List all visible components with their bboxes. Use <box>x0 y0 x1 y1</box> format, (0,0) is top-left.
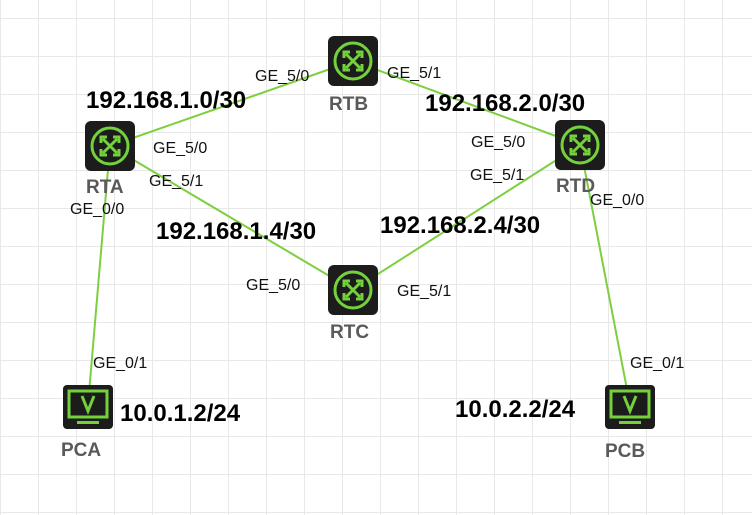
port-label-rta-ge51: GE_5/1 <box>149 173 204 190</box>
port-label-rtc-ge51: GE_5/1 <box>397 283 452 300</box>
device-label-rta: RTA <box>86 177 124 198</box>
network-label-ab: 192.168.1.0/30 <box>86 87 247 114</box>
network-label-cd: 192.168.2.4/30 <box>380 212 541 239</box>
router-icon <box>555 120 605 170</box>
router-rta[interactable] <box>84 120 136 172</box>
port-label-rtc-ge50: GE_5/0 <box>246 277 301 294</box>
port-label-rta-ge50: GE_5/0 <box>153 140 208 157</box>
port-label-rtb-ge50: GE_5/0 <box>255 68 310 85</box>
port-label-pca-ge01: GE_0/1 <box>93 355 148 372</box>
port-label-rta-ge00: GE_0/0 <box>70 201 125 218</box>
link-rta-rtb[interactable] <box>109 60 354 147</box>
router-rtd[interactable] <box>554 119 606 171</box>
link-rtd-pcb[interactable] <box>579 144 631 406</box>
pc-icon <box>605 385 655 429</box>
router-icon <box>85 121 135 171</box>
device-label-rtd: RTD <box>556 176 596 197</box>
port-label-rtd-ge51: GE_5/1 <box>470 167 525 184</box>
pc-pcb[interactable] <box>604 384 656 430</box>
port-label-pcb-ge01: GE_0/1 <box>630 355 685 372</box>
ip-label-pca: 10.0.1.2/24 <box>120 400 241 427</box>
port-label-rtb-ge51: GE_5/1 <box>387 65 442 82</box>
device-label-rtb: RTB <box>329 94 369 115</box>
link-rta-pca[interactable] <box>87 145 111 406</box>
router-icon <box>328 265 378 315</box>
router-rtc[interactable] <box>327 264 379 316</box>
device-label-pca: PCA <box>61 440 102 461</box>
router-icon <box>328 36 378 86</box>
network-label-bd: 192.168.2.0/30 <box>425 90 586 117</box>
pc-icon <box>63 385 113 429</box>
link-rtc-rtd[interactable] <box>352 144 581 291</box>
router-rtb[interactable] <box>327 35 379 87</box>
pc-pca[interactable] <box>62 384 114 430</box>
link-rta-rtc[interactable] <box>109 145 354 291</box>
ip-label-pcb: 10.0.2.2/24 <box>455 396 576 423</box>
network-label-ac: 192.168.1.4/30 <box>156 218 317 245</box>
port-label-rtd-ge50: GE_5/0 <box>471 134 526 151</box>
device-label-pcb: PCB <box>605 441 646 462</box>
device-label-rtc: RTC <box>330 322 370 343</box>
port-label-rtd-ge00: GE_0/0 <box>590 192 645 209</box>
link-rtb-rtd[interactable] <box>352 60 581 146</box>
